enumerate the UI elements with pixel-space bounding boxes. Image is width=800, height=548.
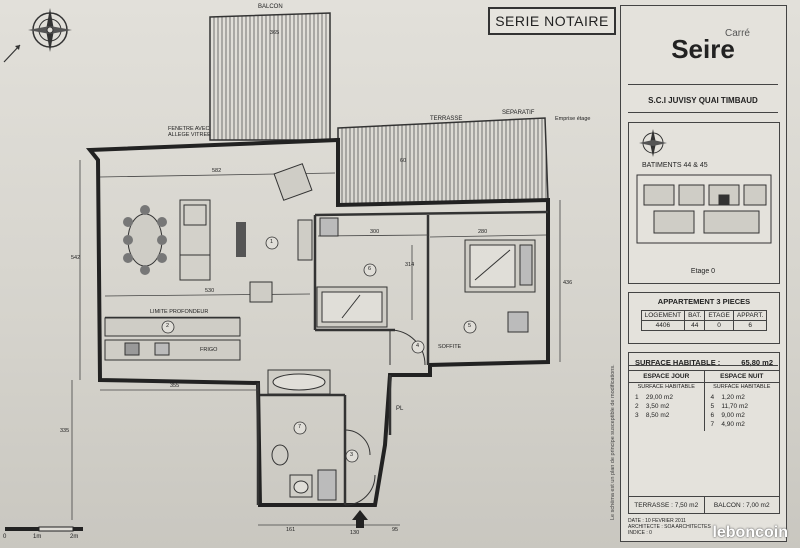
appartement-box: APPARTEMENT 3 PIECES LOGEMENT BAT. ETAGE… [628, 292, 780, 344]
balcon-label: BALCON [258, 4, 283, 10]
room-2-number: 2 [166, 323, 170, 329]
dim-130: 130 [350, 530, 360, 536]
dim-300: 300 [370, 229, 380, 235]
serie-notaire-box: SERIE NOTAIRE [488, 7, 616, 35]
compass-rose-icon [28, 8, 72, 52]
dim-365: 365 [270, 30, 280, 36]
scale-2m: 2m [70, 534, 79, 540]
armchair [273, 163, 313, 201]
mini-compass-icon [636, 129, 772, 244]
espace-nuit-header: ESPACE NUIT [704, 371, 779, 383]
tv-unit [236, 222, 246, 257]
dim-582: 582 [212, 168, 222, 174]
room-6-number: 6 [368, 266, 372, 272]
bathroom [267, 369, 337, 501]
room-1-number: 1 [270, 239, 274, 245]
room-7-number: 7 [298, 424, 302, 430]
leboncoin-watermark: leboncoin [712, 524, 788, 541]
serie-notaire-title: SERIE NOTAIRE [495, 13, 609, 29]
door-swings [344, 329, 426, 506]
emprise-label: Emprise étage [555, 116, 591, 122]
north-arrow-icon [3, 44, 21, 63]
scale-1m: 1m [33, 534, 42, 540]
entrance-arrow-icon [352, 510, 368, 528]
dim-95: 95 [392, 527, 399, 533]
sofa [179, 199, 211, 281]
desk [297, 219, 313, 261]
terrace-area [337, 117, 549, 206]
dim-530: 530 [205, 288, 215, 294]
jour-list: 1 29,00 m2 2 3,50 m2 3 8,50 m2 [629, 391, 704, 422]
brand-block: Carré Seire [628, 28, 778, 64]
fenetre-label: FENETRE AVEC ALLEGE VITREE [168, 126, 211, 138]
apt-value-etage: 0 [704, 320, 734, 331]
bed-room-6 [316, 217, 388, 328]
scale-0: 0 [3, 534, 7, 540]
jour-row: 1 29,00 m2 [635, 394, 673, 401]
brand-carre: Carré [724, 28, 750, 39]
apt-value-appart: 6 [732, 320, 768, 331]
nuit-sub-header: SURFACE HABITABLE [713, 384, 771, 390]
room-5-number: 5 [468, 323, 472, 329]
balcon-surface: BALCON : 7,00 m2 [713, 501, 770, 509]
jour-row: 3 8,50 m2 [635, 412, 670, 419]
dim-436: 436 [563, 280, 573, 286]
frigo-label: FRIGO [200, 347, 218, 353]
bed-room-5 [464, 239, 536, 333]
appartement-table: LOGEMENT BAT. ETAGE APPART. 4406 44 0 6 [640, 310, 768, 331]
legal-note: Le schéma est un plan de principe suscep… [610, 364, 616, 520]
site-plan-buildings [636, 174, 772, 244]
apt-header-logement: LOGEMENT [640, 310, 686, 321]
dining-table [123, 205, 167, 275]
sci-name: S.C.I JUVISY QUAI TIMBAUD [648, 96, 758, 105]
surface-value: 65,80 m2 [741, 358, 773, 367]
pl-label: PL [396, 406, 404, 412]
dim-542: 542 [71, 255, 81, 261]
dim-335: 335 [60, 428, 70, 434]
terrasse-surface: TERRASSE : 7,50 m2 [629, 497, 705, 513]
footer-date: DATE : 10 FEVRIER 2011 [628, 518, 686, 524]
limite-label: LIMITE PROFONDEUR [150, 309, 209, 315]
armchair-small [249, 281, 273, 303]
nuit-row: 7 4,90 m2 [710, 421, 745, 428]
floor-plan [3, 8, 561, 532]
jour-sub-header: SURFACE HABITABLE [637, 384, 695, 390]
dim-355: 355 [170, 383, 180, 389]
dim-60: 60 [400, 158, 407, 164]
dim-280: 280 [478, 229, 488, 235]
espace-jour-header: ESPACE JOUR [629, 371, 704, 383]
etage-label: Etage 0 [690, 268, 716, 275]
nuit-row: 4 1,20 m2 [710, 394, 745, 401]
apt-header-etage: ETAGE [704, 310, 734, 321]
apt-header-bat: BAT. [684, 310, 706, 321]
batiments-label: BATIMENTS 44 & 45 [642, 162, 708, 169]
jour-row: 2 3,50 m2 [635, 403, 670, 410]
soffite-label: SOFFITE [438, 344, 462, 350]
title-footer: DATE : 10 FEVRIER 2011 ARCHITECTE : SOA … [628, 518, 778, 536]
terrasse-label: TERRASSE [430, 116, 463, 122]
surface-box: SURFACE HABITABLE : 65,80 m2 ESPACE JOUR… [628, 352, 780, 514]
surface-label: SURFACE HABITABLE : [635, 358, 721, 367]
separatif-label: SEPARATIF [502, 110, 535, 116]
room-3-number: 3 [350, 452, 354, 458]
site-plan-box [628, 122, 780, 284]
dim-161: 161 [286, 527, 296, 533]
footer-indice: INDICE : 0 [628, 530, 652, 536]
appartement-title: APPARTEMENT 3 PIECES [657, 297, 751, 306]
apt-header-appart: APPART. [732, 310, 768, 321]
room-4-number: 4 [416, 343, 420, 349]
scale-bar [5, 526, 83, 532]
nuit-row: 6 9,00 m2 [710, 412, 745, 419]
nuit-list: 4 1,20 m2 5 11,70 m2 6 9,00 m2 7 4,90 m2 [705, 391, 780, 431]
brand-name: Seire [671, 34, 735, 64]
balcony-area [209, 12, 331, 141]
nuit-row: 5 11,70 m2 [710, 403, 748, 410]
apt-value-logement: 4406 [640, 320, 686, 331]
dim-314: 314 [405, 262, 415, 268]
footer-architecte: ARCHITECTE : SOA ARCHITECTES [628, 524, 711, 530]
room-markers [161, 236, 477, 463]
apt-value-bat: 44 [684, 320, 706, 331]
